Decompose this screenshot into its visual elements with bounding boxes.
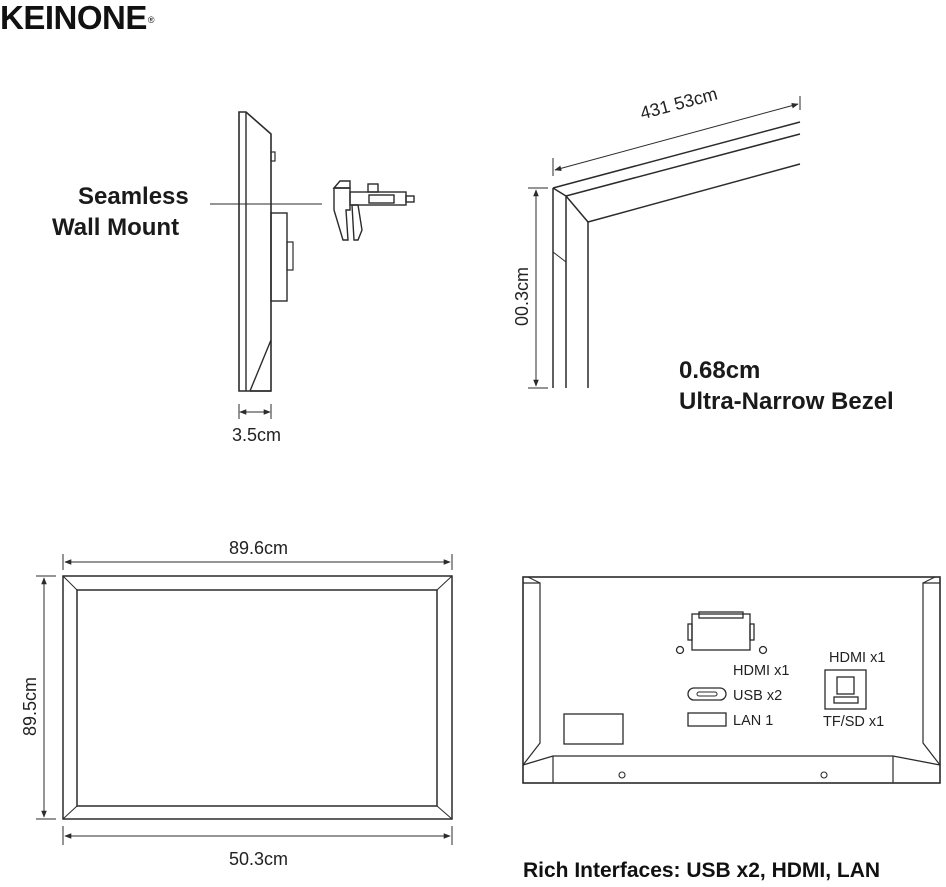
depth-dimension [238,404,272,419]
lan-port-label: LAN 1 [733,713,774,729]
rear-mount-bracket [675,611,768,655]
corner-height-label: 00.3cm [512,266,532,326]
brand-logo: KEINONE® [0,0,155,36]
lan-port-icon [687,712,727,727]
hdmi-port-label-right: HDMI x1 [829,650,886,666]
tfsd-slot-label: TF/SD x1 [823,714,885,730]
corner-width-dimension [552,96,801,176]
rear-label-plate [563,713,624,745]
front-bottom-width-dimension [62,826,453,845]
side-view-panel [238,111,294,392]
depth-label: 3.5cm [232,425,282,445]
usb-port-label: USB x2 [733,688,783,704]
front-height-label: 89.5cm [20,676,40,736]
front-bottom-width-label: 50.3cm [229,849,289,869]
bezel-feature-title: Ultra-Narrow Bezel [679,388,894,415]
wall-mount-feature-line2: Wall Mount [52,214,180,241]
caliper-icon [332,180,415,241]
corner-view-frame [552,121,801,388]
usb-port-icon [687,687,727,701]
front-view-panel [62,575,453,820]
front-height-dimension [36,575,56,820]
bezel-width-value: 0.68cm [679,357,761,384]
front-top-width-label: 89.6cm [229,538,289,558]
registered-mark: ® [147,15,155,25]
tfsd-slot-icon [824,669,867,710]
brand-name: KEINONE [0,0,147,36]
corner-height-dimension [528,187,548,389]
hdmi-port-label-left: HDMI x1 [733,663,790,679]
front-top-width-dimension [62,554,453,570]
interfaces-caption: Rich Interfaces: USB x2, HDMI, LAN [523,859,881,882]
wall-mount-feature-line1: Seamless [78,183,189,210]
rear-view-panel [522,576,941,784]
